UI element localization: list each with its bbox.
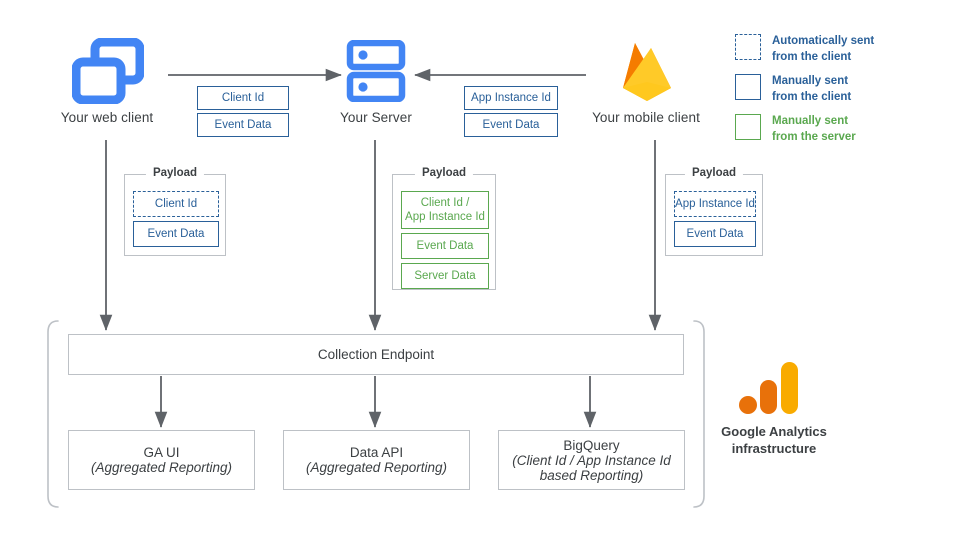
payload-item-event-data: Event Data [133,221,219,247]
output-title: GA UI [143,445,180,460]
legend-label-manual-client: Manually sent from the client [772,74,851,105]
payload-item-line-1: Client Id / [420,196,470,209]
payload-item-server-data: Server Data [401,263,489,289]
payload-item-app-instance-id: App Instance Id [674,191,756,217]
payload-item-line-2: App Instance Id [405,211,485,223]
output-subtitle: (Client Id / App Instance Id [512,452,671,468]
legend-swatch-solid-green [735,114,761,140]
collection-endpoint-box: Collection Endpoint [68,334,684,375]
output-box-bigquery: BigQuery (Client Id / App Instance Id ba… [498,430,685,490]
payload-item-event-data-server: Event Data [401,233,489,259]
payload-item-client-id: Client Id [133,191,219,217]
legend-line-1: Manually sent [772,75,849,87]
server-label: Your Server [340,110,412,125]
legend-line-2: from the server [772,130,856,143]
payload-title-server: Payload [414,167,474,179]
payload-group-mobile: Payload App Instance Id Event Data [665,167,763,256]
payload-item-event-data-mobile: Event Data [674,221,756,247]
output-title: Data API [349,445,404,460]
infrastructure-bracket-left [47,320,59,508]
legend-line-1: Manually sent [772,115,849,127]
payload-item-client-or-app-instance-id: Client Id / App Instance Id [401,191,489,229]
output-subtitle-2: based Reporting) [539,467,644,483]
legend-label-manual-server: Manually sent from the server [772,114,856,145]
google-analytics-caption: Google Analytics infrastructure [690,424,858,458]
legend-item-manual-client: Manually sent from the client [735,74,851,105]
ga-caption-line-1: Google Analytics [721,424,827,439]
payload-group-server: Payload Client Id / App Instance Id Even… [392,167,496,290]
output-title: BigQuery [563,437,620,453]
legend-swatch-solid-blue [735,74,761,100]
payload-title-web: Payload [145,167,205,179]
transport-tag-event-data: Event Data [197,113,289,137]
output-box-ga-ui: GA UI (Aggregated Reporting) [68,430,255,490]
output-subtitle: (Aggregated Reporting) [305,460,448,475]
ga-caption-line-2: infrastructure [731,440,817,456]
collection-endpoint-label: Collection Endpoint [317,347,435,362]
legend-line-2: from the client [772,90,852,103]
output-box-data-api: Data API (Aggregated Reporting) [283,430,470,490]
legend-item-auto-client: Automatically sent from the client [735,34,874,65]
payload-group-web: Payload Client Id Event Data [124,167,226,256]
mobile-client-label: Your mobile client [592,110,700,125]
server-racks-icon [346,39,406,103]
legend-item-manual-server: Manually sent from the server [735,114,856,145]
transport-tag-client-id: Client Id [197,86,289,110]
transport-tag-event-data-mobile: Event Data [464,113,558,137]
legend-label-auto-client: Automatically sent from the client [772,34,874,65]
output-subtitle: (Aggregated Reporting) [90,460,233,475]
legend-line-1: Automatically sent [772,35,875,47]
legend-line-2: from the client [772,50,852,63]
legend-swatch-dashed-blue [735,34,761,60]
infrastructure-bracket-right [693,320,705,508]
google-analytics-bars-icon [738,362,810,420]
browser-windows-icon [71,37,145,105]
payload-title-mobile: Payload [684,167,744,179]
web-client-label: Your web client [60,110,154,125]
transport-tag-app-instance-id: App Instance Id [464,86,558,110]
firebase-flame-icon [613,36,681,106]
